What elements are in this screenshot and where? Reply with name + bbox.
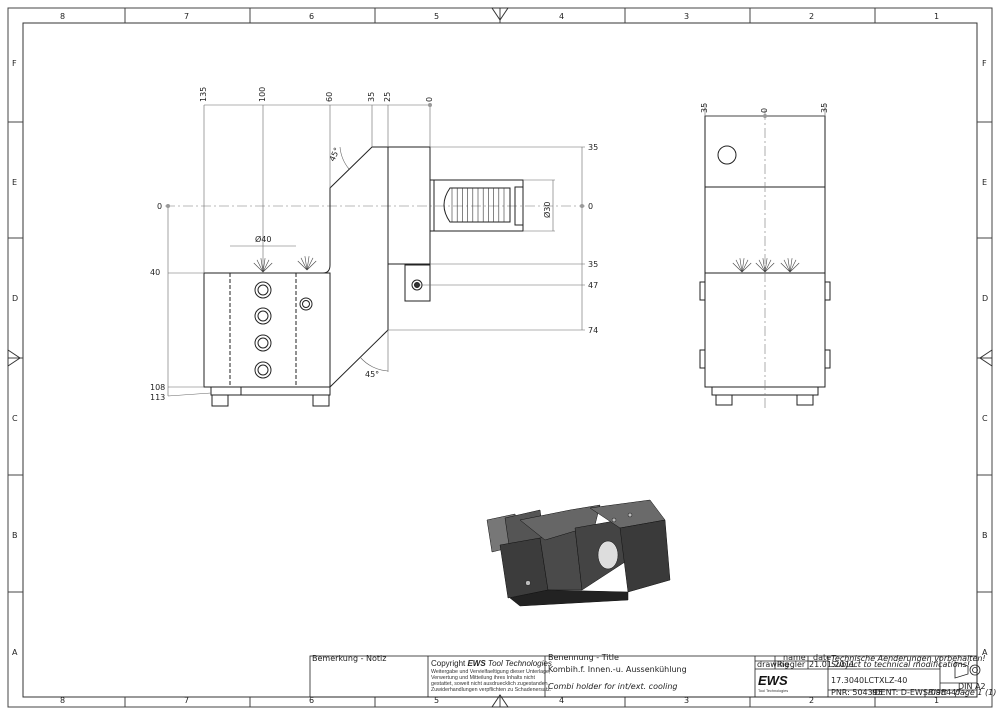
dimension-label: 47 <box>588 281 598 290</box>
dimension-label: 0 <box>588 202 593 211</box>
base-plate <box>210 386 331 396</box>
row-label: C <box>12 414 18 423</box>
logo-subtitle: Tool Technologies <box>758 689 788 693</box>
dimension-label: 35 <box>588 143 598 152</box>
row-label: D <box>12 294 18 303</box>
inner-frame <box>22 22 978 698</box>
notes-label: Bemerkung - Notiz <box>312 654 386 663</box>
column-label: 7 <box>184 696 189 705</box>
column-label: 8 <box>60 12 65 21</box>
copyright-title: Copyright EWS Tool Technologies <box>431 659 552 668</box>
foot <box>211 394 229 407</box>
changes-note-de: Technische Aenderungen vorbehalten! <box>831 654 986 663</box>
thread <box>443 187 511 223</box>
dimension-label: 108 <box>150 383 165 392</box>
bottom-angle-label: 45° <box>365 370 379 379</box>
svg-text:Verwertung und Mitteilung ihre: Verwertung und Mitteilung ihres Inhalts … <box>431 675 535 681</box>
column-label: 5 <box>434 12 439 21</box>
column-label: 2 <box>809 696 814 705</box>
row-label: F <box>12 59 17 68</box>
dimension-label: 113 <box>150 393 165 402</box>
dimension-label: 60 <box>325 92 334 102</box>
row-label: F <box>982 59 987 68</box>
row-label: B <box>982 531 988 540</box>
column-label: 6 <box>309 696 314 705</box>
column-label: 1 <box>934 12 939 21</box>
dimension-label: 100 <box>258 87 267 102</box>
svg-text:gestattet, soweit nicht ausdru: gestattet, soweit nicht ausdruecklich zu… <box>431 681 549 687</box>
dimension-label: 40 <box>150 268 160 277</box>
pnr: PNR: 504395 <box>831 688 883 697</box>
upper-body <box>322 146 431 388</box>
centering-marks <box>7 7 993 708</box>
dimension-label: 0 <box>425 97 434 102</box>
ews-logo: EWS <box>758 673 788 688</box>
column-label: 1 <box>934 696 939 705</box>
date-header: date <box>813 653 831 662</box>
paper-format: DIN A2 <box>958 682 986 691</box>
dimension-label: 0 <box>760 108 769 113</box>
copyright-text: Weitergabe und Vervielfaeltigung dieser … <box>431 669 551 693</box>
row-label: D <box>982 294 988 303</box>
column-label: 6 <box>309 12 314 21</box>
drawer-name: Riegler <box>777 660 806 669</box>
dimension-label: 135 <box>199 87 208 102</box>
left-body <box>203 272 331 388</box>
dimension-label: 35 <box>367 92 376 102</box>
side-view-dimensions: 35 0 35 <box>700 103 829 113</box>
row-label: E <box>982 178 987 187</box>
svg-text:Zuwiderhandlungen verpflichten: Zuwiderhandlungen verpflichten zu Schade… <box>431 687 551 693</box>
isometric-render <box>486 499 671 607</box>
dimension-label: 25 <box>383 92 392 102</box>
front-view <box>165 103 585 407</box>
dimension-label: 35 <box>700 103 709 113</box>
column-label: 4 <box>559 696 564 705</box>
dimension-label: 74 <box>588 326 598 335</box>
column-label: 7 <box>184 12 189 21</box>
dimension-label: 35 <box>820 103 829 113</box>
title-label: Benennung - Title <box>548 653 619 662</box>
column-label: 8 <box>60 696 65 705</box>
ident: IDENT: D-EWS-098447 - <box>872 688 967 697</box>
row-label: C <box>982 414 988 423</box>
column-label: 5 <box>434 696 439 705</box>
clamp-block <box>404 264 431 302</box>
bore-diameter-label: Ø40 <box>255 234 271 244</box>
column-label: 3 <box>684 696 689 705</box>
svg-text:Weitergabe und Vervielfaeltigu: Weitergabe und Vervielfaeltigung dieser … <box>431 669 550 675</box>
dimension-label: 0 <box>157 202 162 211</box>
outer-frame <box>7 7 993 708</box>
column-label: 2 <box>809 12 814 21</box>
drawing-date: 21.01.2011 <box>809 660 855 669</box>
title-english: Combi holder for int/ext. cooling <box>548 682 677 691</box>
row-label: B <box>12 531 18 540</box>
row-label: A <box>12 648 18 657</box>
drawing-label: drawing <box>757 660 789 669</box>
changes-note-en: Subject to technical modifications! <box>831 660 970 669</box>
row-label: A <box>982 648 988 657</box>
name-header: name <box>783 653 806 662</box>
part-number: 17.3040LCTXLZ-40 <box>831 676 907 685</box>
foot <box>312 394 330 407</box>
title-german: Kombih.f. Innen.-u. Aussenkühlung <box>548 665 687 674</box>
column-label: 3 <box>684 12 689 21</box>
column-label: 4 <box>559 12 564 21</box>
row-label: E <box>12 178 17 187</box>
dimension-label: 35 <box>588 260 598 269</box>
shank-diameter-label: Ø30 <box>542 202 552 218</box>
side-view <box>699 105 831 410</box>
sheet-number: Blatt - page 1 (1) <box>928 688 996 697</box>
title-block <box>309 655 981 698</box>
